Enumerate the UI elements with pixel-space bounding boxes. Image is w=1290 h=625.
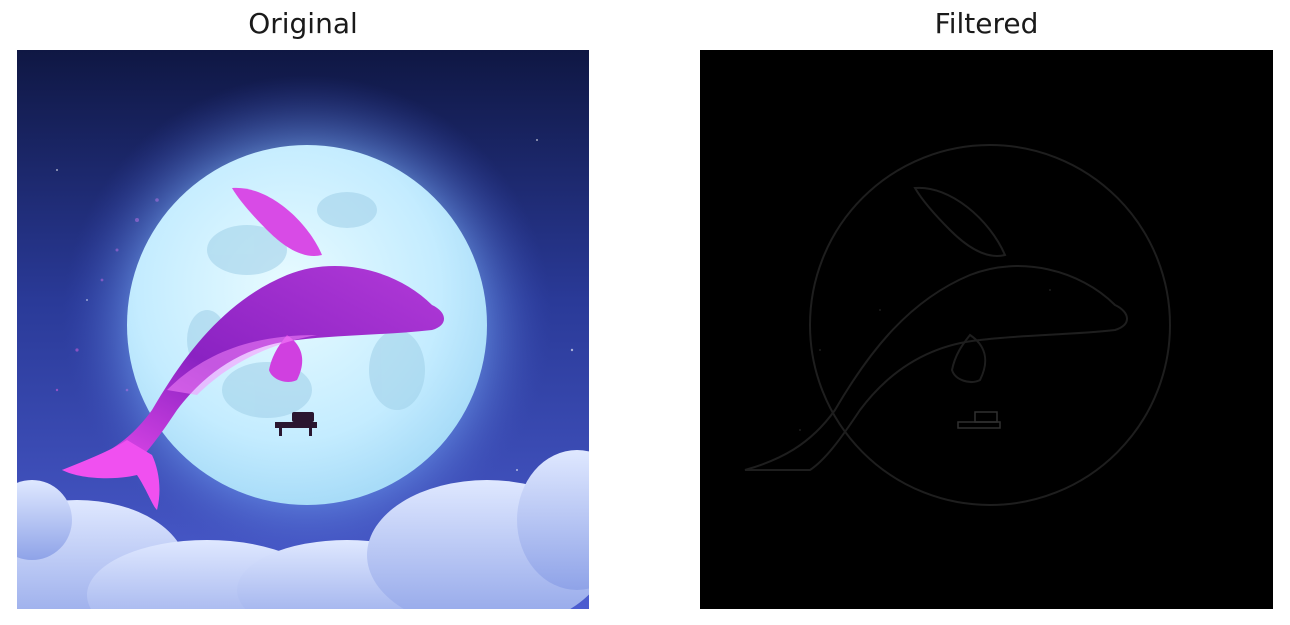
original-title: Original <box>248 7 358 40</box>
edge-filtered-icon <box>700 50 1273 609</box>
filtered-image <box>700 50 1273 609</box>
night-whale-moon-icon <box>17 50 589 609</box>
original-image <box>17 50 589 609</box>
filtered-title: Filtered <box>934 7 1039 40</box>
